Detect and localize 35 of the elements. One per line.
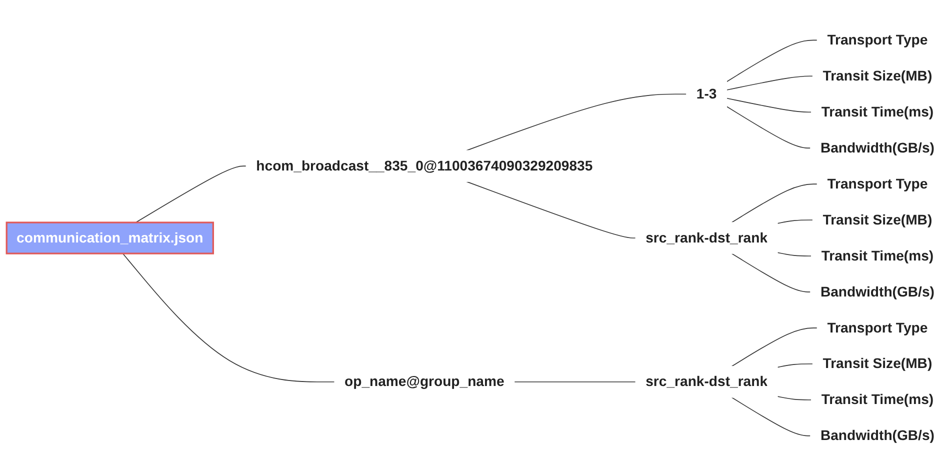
connector <box>731 253 811 292</box>
node-text: Bandwidth(GB/s) <box>820 428 934 444</box>
connector <box>135 166 247 223</box>
node-text: Transport Type <box>827 32 928 48</box>
node-text: Transport Type <box>827 320 928 336</box>
connector <box>777 363 814 368</box>
node-text: Transit Time(ms) <box>821 104 934 120</box>
connector <box>726 40 818 82</box>
node-text: Bandwidth(GB/s) <box>820 284 934 300</box>
connector <box>726 76 814 90</box>
node-text: Transit Size(MB) <box>822 356 932 372</box>
node-text: Transit Time(ms) <box>821 392 934 408</box>
connector <box>466 181 636 238</box>
connector <box>731 328 818 367</box>
node-text: op_name@group_name <box>344 374 504 390</box>
connector <box>726 106 811 148</box>
node-text: 1-3 <box>696 86 717 102</box>
connector <box>726 98 812 113</box>
node-text: Transit Size(MB) <box>822 68 932 84</box>
connector <box>731 184 818 223</box>
node-text: src_rank-dst_rank <box>646 374 768 390</box>
node-text: Transit Size(MB) <box>822 212 932 228</box>
node-text: src_rank-dst_rank <box>646 230 768 246</box>
connector <box>514 381 636 382</box>
connector <box>731 396 811 436</box>
node-text: Bandwidth(GB/s) <box>820 140 934 156</box>
node-text: Transit Time(ms) <box>821 248 934 264</box>
connector <box>122 253 336 382</box>
connector <box>777 252 812 256</box>
connector <box>777 396 812 400</box>
node-text: Transport Type <box>827 176 928 192</box>
connector <box>466 94 687 151</box>
node-box: communication_matrix.json <box>6 222 214 254</box>
node-text: hcom_broadcast__835_0@11003674090329209835 <box>256 158 593 174</box>
connector <box>777 220 814 224</box>
